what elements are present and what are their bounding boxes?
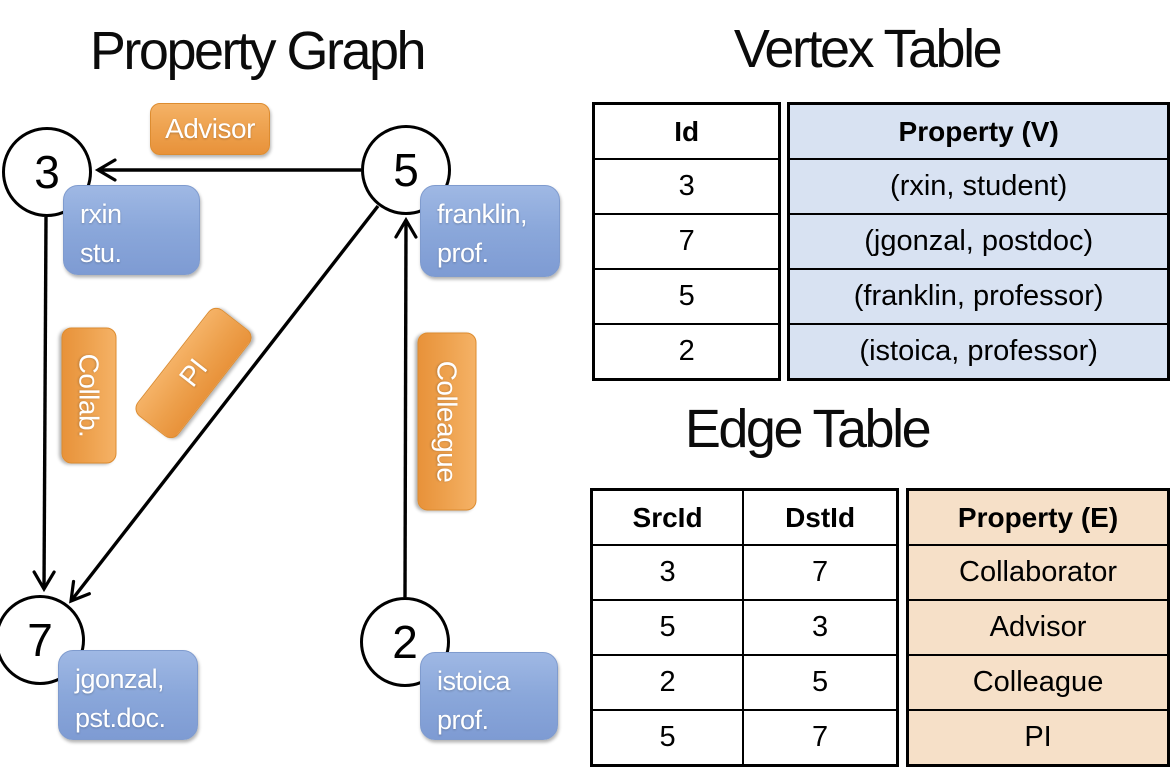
vertex-property-cell: (jgonzal, postdoc)	[787, 213, 1170, 270]
edge-label-advisor: Advisor	[150, 103, 270, 155]
vertex-table-header-property: Property (V)	[787, 102, 1170, 160]
vertex-label-line1: franklin,	[437, 199, 528, 229]
graph-edges	[32, 158, 418, 604]
edge-property-cell: PI	[906, 709, 1170, 767]
vertex-property-cell: (rxin, student)	[787, 158, 1170, 215]
edge-table-header-property: Property (E)	[906, 488, 1170, 546]
vertex-label-line2: pst.doc.	[75, 703, 166, 734]
edge-property-cell: Collaborator	[906, 544, 1170, 601]
edge-label-colleague: Colleague	[417, 332, 477, 511]
vertex-label-franklin: franklin, prof.	[420, 185, 560, 277]
edge-table-property-column: Property (E) Collaborator Advisor Collea…	[906, 488, 1170, 767]
table-row: 3 7	[590, 544, 899, 601]
edge-label-text: PI	[173, 353, 214, 393]
table-row: (rxin, student)	[787, 158, 1170, 215]
vertex-id-cell: 3	[592, 158, 781, 215]
vertex-label-rxin: rxin stu.	[63, 185, 200, 275]
vertex-label-istoica: istoica prof.	[420, 652, 558, 740]
vertex-table-property-column: Property (V) (rxin, student) (jgonzal, p…	[787, 102, 1170, 381]
vertex-label-line1: rxin	[80, 199, 122, 229]
edge-label-collab: Collab.	[61, 327, 117, 464]
vertex-label-jgonzal: jgonzal, pst.doc.	[58, 650, 198, 740]
vertex-id-cell: 2	[592, 323, 781, 381]
graph-node-5: 5	[361, 125, 451, 215]
vertex-table-header-id: Id	[592, 102, 781, 160]
table-row: Colleague	[906, 654, 1170, 711]
edge-table-title: Edge Table	[684, 399, 932, 459]
vertex-label-line2: prof.	[437, 238, 489, 269]
vertex-id-cell: 7	[592, 213, 781, 270]
edge-table: SrcId DstId 3 7 5 3 2 5 5 7 Property (E)	[590, 488, 1170, 767]
vertex-label-line1: istoica	[437, 666, 511, 696]
table-row: 2 5	[590, 654, 899, 711]
table-row: (franklin, professor)	[787, 268, 1170, 325]
edge-src-cell: 2	[590, 654, 745, 711]
node-id: 2	[392, 616, 418, 668]
table-row: 2	[592, 323, 781, 381]
vertex-id-cell: 5	[592, 268, 781, 325]
vertex-table-id-column: Id 3 7 5 2	[592, 102, 782, 381]
vertex-table-title: Vertex Table	[733, 19, 1003, 79]
vertex-property-cell: (franklin, professor)	[787, 268, 1170, 325]
table-row: 3	[592, 158, 781, 215]
edge-label-text: Collab.	[74, 353, 105, 438]
table-row: Collaborator	[906, 544, 1170, 601]
edge-2-5	[394, 216, 418, 598]
vertex-property-cell: (istoica, professor)	[787, 323, 1170, 381]
vertex-label-line2: stu.	[80, 238, 122, 269]
table-row: 5 7	[590, 709, 899, 767]
property-graph-title: Property Graph	[89, 21, 427, 81]
node-id: 3	[34, 146, 60, 198]
edge-table-id-columns: SrcId DstId 3 7 5 3 2 5 5 7	[590, 488, 900, 767]
edge-table-header-srcid: SrcId	[590, 488, 745, 546]
edge-dst-cell: 3	[742, 599, 899, 656]
edge-property-cell: Colleague	[906, 654, 1170, 711]
table-row: PI	[906, 709, 1170, 767]
edge-3-7	[32, 216, 56, 593]
table-row: Advisor	[906, 599, 1170, 656]
edge-src-cell: 5	[590, 709, 745, 767]
edge-src-cell: 3	[590, 544, 745, 601]
edge-label-text: Colleague	[432, 360, 463, 483]
table-row: 5 3	[590, 599, 899, 656]
edge-dst-cell: 5	[742, 654, 899, 711]
edge-5-7	[69, 204, 380, 604]
table-row: (jgonzal, postdoc)	[787, 213, 1170, 270]
table-row: 5	[592, 268, 781, 325]
node-id: 5	[393, 144, 419, 196]
edge-src-cell: 5	[590, 599, 745, 656]
table-row: (istoica, professor)	[787, 323, 1170, 381]
vertex-table: Id 3 7 5 2 Property (V) (rxin, student) …	[592, 102, 1170, 381]
table-row: 7	[592, 213, 781, 270]
node-id: 7	[27, 614, 53, 666]
edge-property-cell: Advisor	[906, 599, 1170, 656]
vertex-label-line2: prof.	[437, 705, 489, 736]
vertex-label-line1: jgonzal,	[75, 664, 165, 694]
edge-label-text: Advisor	[165, 113, 255, 144]
edge-table-header-dstid: DstId	[742, 488, 899, 546]
edge-dst-cell: 7	[742, 709, 899, 767]
edge-dst-cell: 7	[742, 544, 899, 601]
